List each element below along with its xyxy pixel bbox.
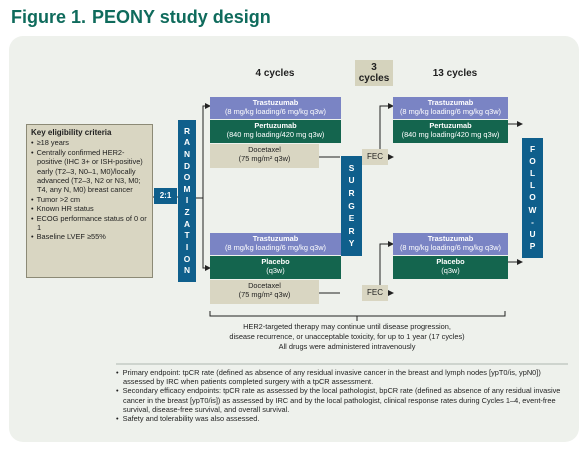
top-neo-pertuzumab-box: Pertuzumab (840 mg loading/420 mg q3w) bbox=[210, 120, 341, 143]
drug-name: Trastuzumab bbox=[252, 98, 299, 107]
note-line: All drugs were administered intravenousl… bbox=[278, 342, 416, 351]
figure-title: Figure 1.PEONY study design bbox=[11, 7, 271, 28]
randomization-ratio: 2:1 bbox=[154, 188, 177, 204]
bottom-arm-arrow bbox=[202, 198, 211, 271]
drug-dose: (8 mg/kg loading/6 mg/kg q3w) bbox=[399, 107, 502, 116]
top-arm-arrow bbox=[196, 103, 211, 199]
bar-letter: N bbox=[183, 148, 191, 159]
bar-letter: W bbox=[528, 204, 537, 215]
drug-name: Placebo bbox=[261, 257, 290, 266]
drug-name: Docetaxel bbox=[248, 281, 281, 290]
bar-letter: - bbox=[531, 216, 534, 227]
drug-dose: (75 mg/m² q3w) bbox=[238, 290, 291, 299]
bar-letter: O bbox=[529, 156, 536, 167]
drug-dose: (8 mg/kg loading/6 mg/kg q3w) bbox=[224, 243, 327, 252]
header-3-cycles: 3 cycles bbox=[355, 60, 393, 86]
figure-title-text: PEONY study design bbox=[92, 7, 271, 27]
bar-letter: E bbox=[348, 213, 355, 224]
bar-letter: O bbox=[529, 192, 536, 203]
drug-dose: (q3w) bbox=[441, 266, 460, 275]
endpoint-item: Primary endpoint: tpCR rate (defined as … bbox=[116, 368, 568, 386]
eligibility-item: Known HR status bbox=[31, 204, 148, 213]
endpoint-item: Safety and tolerability was also assesse… bbox=[116, 414, 568, 423]
figure-label: Figure 1. bbox=[11, 7, 87, 27]
top-adj-pertuzumab-box: Pertuzumab (840 mg loading/420 mg q3w) bbox=[393, 120, 508, 143]
eligibility-title: Key eligibility criteria bbox=[31, 128, 112, 137]
bar-letter: A bbox=[183, 137, 191, 148]
bar-letter: F bbox=[529, 144, 536, 155]
bar-letter: Z bbox=[184, 207, 190, 218]
top-neo-trastuzumab-box: Trastuzumab (8 mg/kg loading/6 mg/kg q3w… bbox=[210, 97, 341, 119]
bottom-adj-trastuzumab-box: Trastuzumab (8 mg/kg loading/6 mg/kg q3w… bbox=[393, 233, 508, 255]
bottom-neo-docetaxel-box: Docetaxel (75 mg/m² q3w) bbox=[210, 280, 319, 304]
endpoints-section: Primary endpoint: tpCR rate (defined as … bbox=[116, 368, 568, 423]
bar-letter: U bbox=[529, 228, 536, 239]
eligibility-criteria-box: Key eligibility criteria ≥18 years Centr… bbox=[26, 124, 153, 278]
drug-name: Trastuzumab bbox=[252, 234, 299, 243]
endpoints-list: Primary endpoint: tpCR rate (defined as … bbox=[116, 368, 568, 423]
header-4-cycles: 4 cycles bbox=[255, 68, 295, 79]
bar-letter: I bbox=[185, 242, 189, 253]
eligibility-item: Tumor >2 cm bbox=[31, 195, 148, 204]
drug-dose: (75 mg/m² q3w) bbox=[238, 154, 291, 163]
note-line: HER2-targeted therapy may continue until… bbox=[243, 322, 451, 331]
fec-top-box: FEC bbox=[362, 149, 388, 165]
header-13-cycles: 13 cycles bbox=[432, 68, 478, 79]
drug-name: Placebo bbox=[436, 257, 465, 266]
bottom-adj-placebo-box: Placebo (q3w) bbox=[393, 256, 508, 279]
her2-therapy-note: HER2-targeted therapy may continue until… bbox=[212, 322, 482, 352]
bar-letter: Y bbox=[348, 238, 355, 249]
bottom-neo-placebo-box: Placebo (q3w) bbox=[210, 256, 341, 279]
eligibility-item: Baseline LVEF ≥55% bbox=[31, 232, 148, 241]
her2-brace bbox=[209, 311, 506, 321]
bar-letter: G bbox=[348, 200, 355, 211]
bar-letter: O bbox=[183, 172, 191, 183]
bar-letter: T bbox=[184, 230, 190, 241]
header-3-cycles-num: 3 bbox=[371, 62, 377, 73]
header-3-cycles-word: cycles bbox=[358, 73, 390, 84]
bar-letter: L bbox=[529, 180, 536, 191]
drug-dose: (840 mg loading/420 mg q3w) bbox=[401, 130, 500, 139]
eligibility-item: Centrally confirmed HER2-positive (IHC 3… bbox=[31, 148, 148, 195]
top-neo-docetaxel-box: Docetaxel (75 mg/m² q3w) bbox=[210, 144, 319, 168]
drug-dose: (8 mg/kg loading/6 mg/kg q3w) bbox=[224, 107, 327, 116]
drug-dose: (840 mg loading/420 mg q3w) bbox=[226, 130, 325, 139]
drug-name: Trastuzumab bbox=[427, 234, 474, 243]
eligibility-item: ECOG performance status of 0 or 1 bbox=[31, 214, 148, 233]
top-adj-trastuzumab-box: Trastuzumab (8 mg/kg loading/6 mg/kg q3w… bbox=[393, 97, 508, 119]
bar-letter: I bbox=[185, 195, 189, 206]
bar-letter: R bbox=[183, 125, 191, 136]
note-line: disease recurrence, or unacceptable toxi… bbox=[229, 332, 465, 341]
endpoint-item: Secondary efficacy endpoints: tpCR rate … bbox=[116, 386, 568, 414]
drug-dose: (8 mg/kg loading/6 mg/kg q3w) bbox=[399, 243, 502, 252]
bar-letter: D bbox=[183, 160, 191, 171]
bar-letter: U bbox=[348, 175, 355, 186]
bottom-neo-trastuzumab-box: Trastuzumab (8 mg/kg loading/6 mg/kg q3w… bbox=[210, 233, 341, 255]
bar-letter: P bbox=[529, 240, 536, 251]
bar-letter: N bbox=[183, 265, 191, 276]
follow-up-bar: F O L L O W - U P bbox=[522, 138, 543, 258]
eligibility-list: ≥18 years Centrally confirmed HER2-posit… bbox=[31, 138, 148, 241]
bar-letter: L bbox=[529, 168, 536, 179]
bar-letter: O bbox=[183, 253, 191, 264]
drug-dose: (q3w) bbox=[266, 266, 285, 275]
drug-name: Pertuzumab bbox=[429, 121, 472, 130]
surgery-bar: S U R G E R Y bbox=[341, 156, 362, 256]
randomization-bar: R A N D O M I Z A T I O N bbox=[178, 120, 196, 282]
bar-letter: A bbox=[183, 218, 191, 229]
drug-name: Docetaxel bbox=[248, 145, 281, 154]
fec-bottom-box: FEC bbox=[362, 285, 388, 301]
bar-letter: S bbox=[348, 162, 355, 173]
bar-letter: R bbox=[348, 225, 355, 236]
eligibility-item: ≥18 years bbox=[31, 138, 148, 147]
bar-letter: M bbox=[183, 183, 191, 194]
drug-name: Trastuzumab bbox=[427, 98, 474, 107]
drug-name: Pertuzumab bbox=[254, 121, 297, 130]
bar-letter: R bbox=[348, 187, 355, 198]
